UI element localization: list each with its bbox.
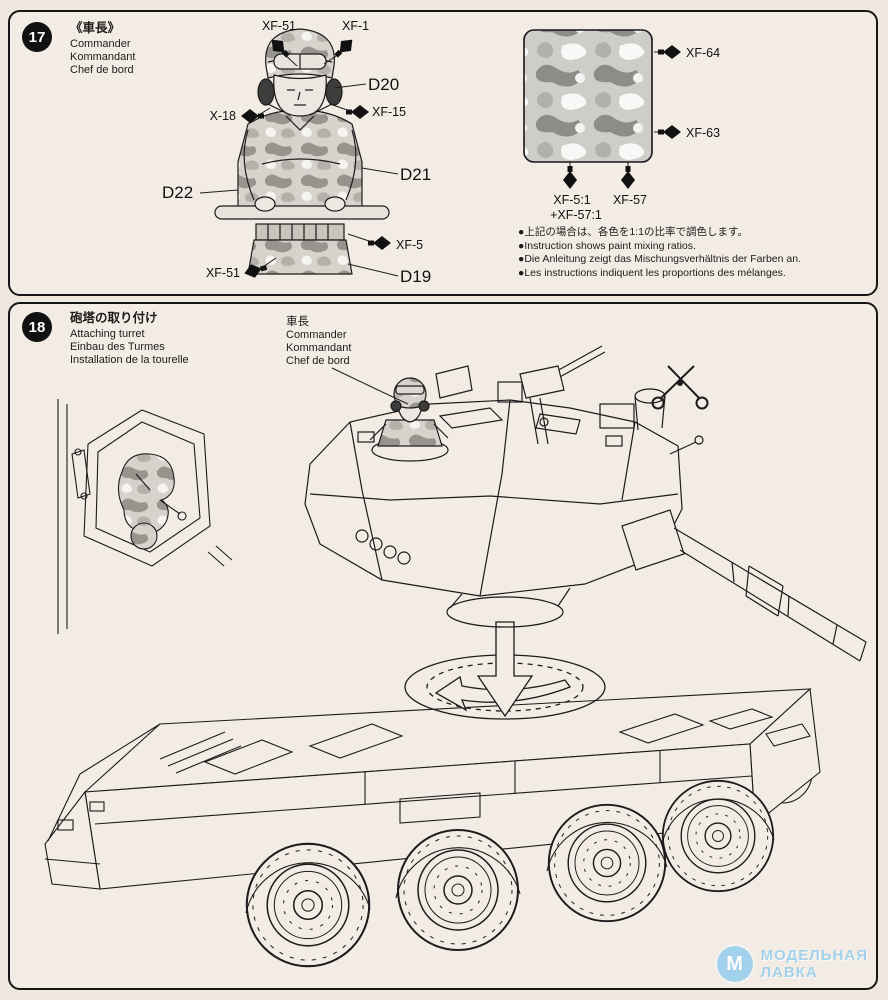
callout-x18: X-18 — [210, 109, 236, 123]
callout-d20: D20 — [368, 75, 399, 94]
commander-bust-drawing — [214, 28, 390, 275]
watermark-line2: ЛАВКА — [760, 964, 818, 981]
paint-mixing-notes: ●上記の場合は、各色を1:1の比率で調色します。 ●Instruction sh… — [518, 226, 801, 280]
turret-ring-and-arrows — [404, 621, 606, 720]
step18-title-ja: 砲塔の取り付け — [70, 311, 158, 325]
callout-mix-left-1: XF-5:1 — [553, 193, 591, 207]
callout-xf51-bottom: XF-51 — [206, 266, 240, 280]
commander-figure-label: 車長 Commander Kommandant Chef de bord — [286, 316, 351, 368]
step-number-badge: 17 — [22, 22, 52, 52]
insert-down-arrow-icon — [476, 621, 534, 718]
watermark-line1: МОДЕЛЬНАЯ — [760, 947, 868, 964]
step-17-panel: XF-51 XF-1 D20 X-18 XF-15 D22 D21 XF-5 X… — [8, 10, 878, 296]
callout-xf5: XF-5 — [396, 238, 423, 252]
turret-drawing — [304, 345, 867, 662]
figure-label-fr: Chef de bord — [286, 355, 350, 367]
figure-label-en: Commander — [286, 329, 347, 341]
callout-xf1: XF-1 — [342, 19, 369, 33]
camo-swatch — [523, 29, 653, 163]
main-gun-drawing — [621, 509, 867, 662]
callout-mix-right: XF-57 — [613, 193, 647, 207]
paint-marker-icon — [658, 125, 681, 139]
note-line-ja: ●上記の場合は、各色を1:1の比率で調色します。 — [518, 226, 748, 238]
watermark-logo-icon: М — [716, 946, 753, 982]
callout-xf15: XF-15 — [372, 105, 406, 119]
step-17-artwork: XF-51 XF-1 D20 X-18 XF-15 D22 D21 XF-5 X… — [162, 19, 720, 286]
step17-title-fr: Chef de bord — [70, 64, 134, 76]
paint-marker-icon — [368, 236, 391, 250]
callout-d22: D22 — [162, 183, 193, 202]
callout-xf51-top: XF-51 — [262, 19, 296, 33]
paint-marker-icon — [621, 166, 635, 189]
hatch-entry-inset-drawing — [57, 399, 233, 634]
step-18-artwork — [44, 345, 867, 968]
vehicle-hull-drawing — [44, 687, 821, 968]
turret-commander-figure — [369, 365, 473, 462]
commander-label-leader-line — [331, 367, 409, 405]
step17-title-en: Commander — [70, 38, 131, 50]
paint-marker-icon — [658, 45, 681, 59]
step18-title-en: Attaching turret — [70, 328, 145, 340]
paint-marker-icon — [346, 105, 369, 119]
figure-label-ja: 車長 — [286, 316, 309, 328]
step-number-badge: 18 — [22, 312, 52, 342]
note-line-fr: ●Les instructions indiquent les proporti… — [518, 266, 786, 279]
step-18-panel: 18 砲塔の取り付け Attaching turret Einbau des T… — [8, 302, 878, 990]
figure-label-de: Kommandant — [286, 342, 352, 354]
watermark: М МОДЕЛЬНАЯ ЛАВКА — [716, 946, 868, 982]
scissors-icon — [651, 365, 709, 410]
step18-title-fr: Installation de la tourelle — [70, 354, 189, 366]
callout-d21: D21 — [400, 165, 431, 184]
callout-xf63: XF-63 — [686, 126, 720, 140]
callout-d19: D19 — [400, 267, 431, 286]
callout-xf64: XF-64 — [686, 46, 720, 60]
step17-titles: 《車長》 Commander Kommandant Chef de bord — [70, 22, 135, 77]
machine-gun-drawing — [497, 345, 606, 445]
paint-marker-icon — [563, 166, 577, 189]
note-line-en: ●Instruction shows paint mixing ratios. — [518, 239, 696, 252]
note-line-de: ●Die Anleitung zeigt das Mischungsverhäl… — [518, 253, 801, 265]
step17-title-de: Kommandant — [70, 51, 136, 63]
callout-mix-left-2: +XF-57:1 — [550, 208, 602, 222]
step17-callout-labels: XF-51 XF-1 D20 X-18 XF-15 D22 D21 XF-5 X… — [162, 19, 720, 286]
step17-title-ja: 《車長》 — [70, 21, 121, 35]
step18-titles: 砲塔の取り付け Attaching turret Einbau des Turm… — [70, 312, 189, 367]
step18-title-de: Einbau des Turmes — [70, 341, 165, 353]
